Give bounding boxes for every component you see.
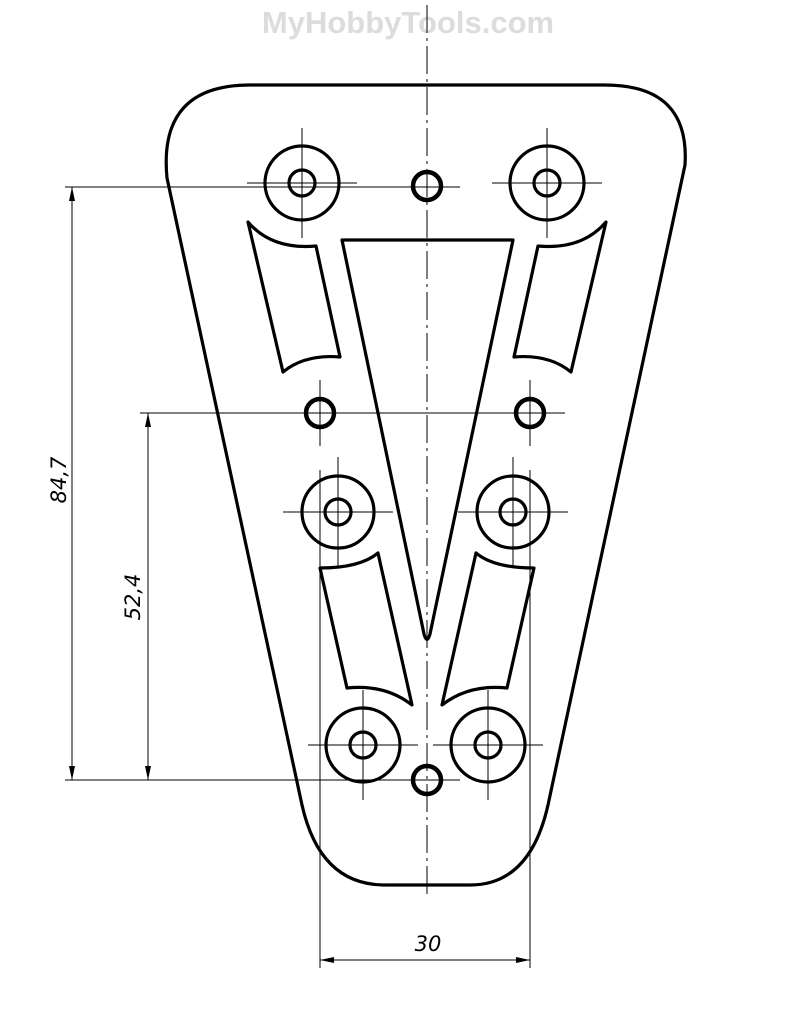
dimension-label-lower-height: 52,4: [121, 574, 145, 621]
lower-right-slot: [440, 551, 536, 707]
boss-hole: [433, 690, 543, 800]
watermark: MyHobbyTools.com: [262, 5, 554, 40]
mounting-hole: [410, 169, 444, 203]
upper-right-slot: [512, 220, 608, 374]
dimension-label-width: 30: [415, 932, 442, 956]
dimension-label-overall-height: 84,7: [47, 456, 71, 503]
boss-hole: [283, 457, 393, 567]
boss-hole: [247, 128, 357, 238]
plate-outline: [164, 83, 687, 887]
boss-hole: [492, 128, 602, 238]
boss-hole: [458, 457, 568, 567]
boss-hole: [308, 690, 418, 800]
upper-left-slot: [246, 220, 342, 374]
lower-left-slot: [318, 551, 414, 707]
extension-lines: [65, 186, 565, 968]
center-triangle-cutout: [340, 238, 515, 642]
boss-holes: [247, 128, 602, 800]
